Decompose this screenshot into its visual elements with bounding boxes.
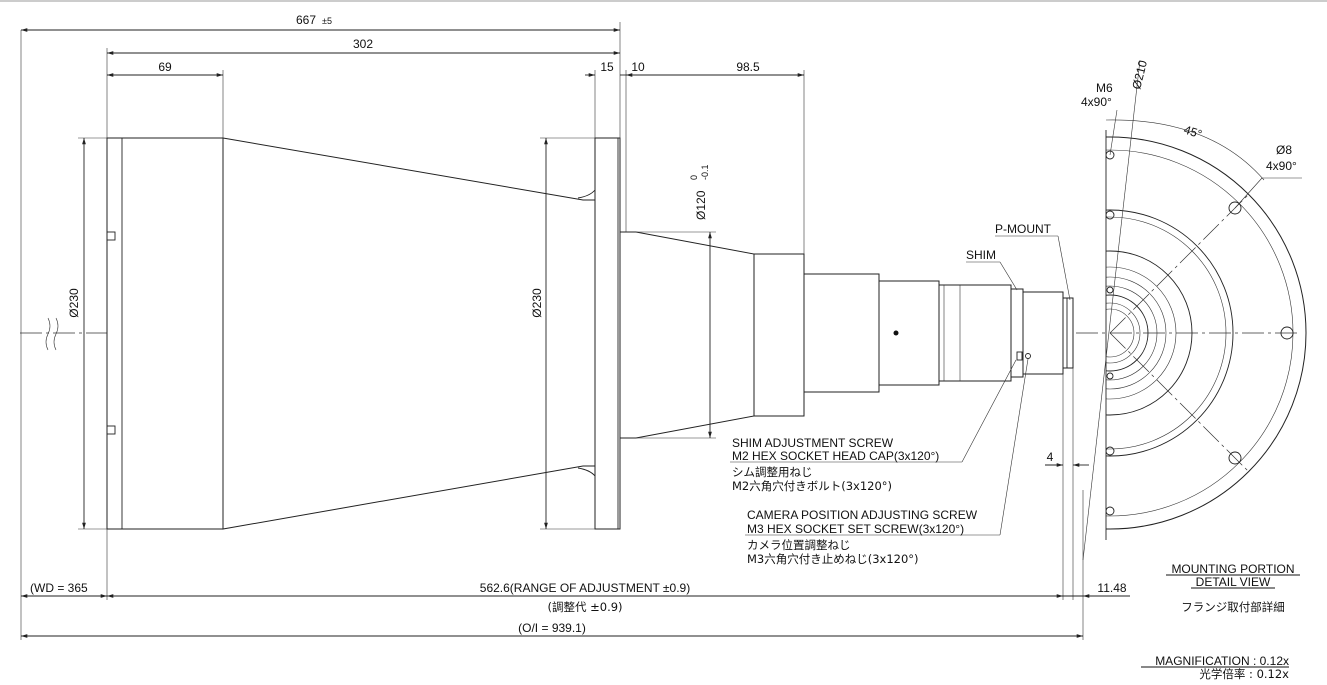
dim-flange-text: 15 [600, 60, 614, 74]
dim-gap: 10 [625, 60, 645, 232]
dim-mount-offset: 4 [1045, 368, 1089, 600]
dim-wd-text: (WD = 365 [30, 581, 88, 595]
diameter-symbol: Ø [694, 211, 708, 220]
dim-rear-length: 98.5 [626, 60, 805, 254]
dim-gap-text: 10 [631, 60, 645, 74]
dim-front-text: 69 [158, 60, 172, 74]
lens-rear-barrel [619, 231, 1074, 439]
shim-screw-line-4: M2六角穴付きボルト(3x120°) [732, 479, 892, 493]
shim-screw-note: SHIM ADJUSTMENT SCREW M2 HEX SOCKET HEAD… [730, 359, 1017, 493]
dim-flange-diameter-text: 230 [530, 288, 544, 308]
shim-screw-line-3: シム調整用ねじ [732, 465, 813, 479]
diameter-symbol: Ø [530, 308, 544, 317]
dim-mid-diameter: Ø120 0 -0.1 [636, 164, 716, 439]
shim-callout: SHIM [966, 248, 1018, 291]
svg-text:Ø230: Ø230 [67, 288, 81, 318]
p-mount-label: P-MOUNT [995, 222, 1052, 236]
dim-range-text: 562.6(RANGE OF ADJUSTMENT ±0.9) [480, 581, 690, 595]
dim-back-focus-text: 11.48 [1097, 581, 1126, 595]
magnification-note: MAGNIFICATION : 0.12x 光学倍率 : 0.12x [1141, 654, 1289, 681]
dim-front-diameter: Ø230 [67, 137, 107, 530]
svg-text:Ø120: Ø120 [694, 190, 708, 220]
svg-text:Ø230: Ø230 [530, 288, 544, 318]
dim-body-length: 302 [106, 37, 620, 138]
camera-screw-line-2: M3 HEX SOCKET SET SCREW(3x120°) [747, 522, 964, 536]
camera-screw-line-1: CAMERA POSITION ADJUSTING SCREW [747, 508, 978, 522]
shim-screw-line-2: M2 HEX SOCKET HEAD CAP(3x120°) [732, 449, 939, 463]
dim-flange-diameter: Ø230 [530, 137, 595, 530]
lens-taper-section [222, 137, 596, 530]
dim-range-jp-text: (調整代 ±0.9) [547, 600, 622, 614]
dim-adjust-range: 562.6(RANGE OF ADJUSTMENT ±0.9) (調整代 ±0.… [107, 470, 1064, 614]
detail-m6-label: M6 [1096, 81, 1113, 95]
dim-mid-diameter-text: 120 [694, 190, 708, 210]
dim-object-image: (O/I = 939.1) [21, 621, 1083, 638]
camera-screw-note: CAMERA POSITION ADJUSTING SCREW M3 HEX S… [745, 358, 1029, 566]
lens-flange [594, 137, 621, 530]
dim-mid-tol-upper: 0 [689, 175, 699, 180]
dim-rear-text: 98.5 [736, 60, 760, 74]
detail-view-title: MOUNTING PORTION DETAIL VIEW フランジ取付部詳細 [1166, 562, 1300, 614]
shim-screw-line-1: SHIM ADJUSTMENT SCREW [732, 436, 894, 450]
dim-back-focus: 11.48 [1063, 490, 1130, 640]
dim-front-length: 69 [107, 60, 224, 138]
detail-title-jp: フランジ取付部詳細 [1181, 600, 1285, 614]
camera-screw-line-3: カメラ位置調整ねじ [747, 538, 851, 552]
detail-d8-label: Ø8 [1276, 143, 1292, 157]
dim-offset-text: 4 [1047, 450, 1054, 464]
dim-body-text: 302 [353, 37, 373, 51]
shim-label: SHIM [966, 248, 996, 262]
detail-m6-qty: 4x90° [1081, 95, 1112, 109]
p-mount-callout: P-MOUNT [995, 222, 1071, 301]
lens-front-barrel [106, 137, 224, 530]
mounting-detail-view: M6 4x90° Ø210 45° Ø8 4x90° [1081, 59, 1307, 561]
dim-overall-length: 667 ±5 [20, 13, 621, 333]
camera-screw-line-4: M3六角穴付き止めねじ(3x120°) [747, 552, 919, 566]
magnification-jp: 光学倍率 : 0.12x [1199, 667, 1289, 681]
dim-overall-tolerance: ±5 [322, 16, 332, 26]
diameter-symbol: Ø [67, 308, 81, 317]
break-mark [45, 317, 59, 351]
detail-angle-label: 45° [1182, 123, 1204, 142]
magnification-en: MAGNIFICATION : 0.12x [1155, 654, 1289, 668]
dim-working-distance: (WD = 365 [20, 333, 108, 640]
dim-front-diameter-text: 230 [67, 288, 81, 308]
dim-mid-tol-lower: -0.1 [700, 164, 710, 180]
detail-d210-label: Ø210 [1129, 59, 1150, 91]
dim-flange-width: 15 [585, 60, 626, 138]
detail-title-2: DETAIL VIEW [1196, 575, 1271, 589]
detail-d8-qty: 4x90° [1266, 159, 1297, 173]
detail-title-1: MOUNTING PORTION [1171, 562, 1294, 576]
dim-overall-text: 667 [296, 13, 316, 27]
dim-oi-text: (O/I = 939.1) [518, 621, 586, 635]
